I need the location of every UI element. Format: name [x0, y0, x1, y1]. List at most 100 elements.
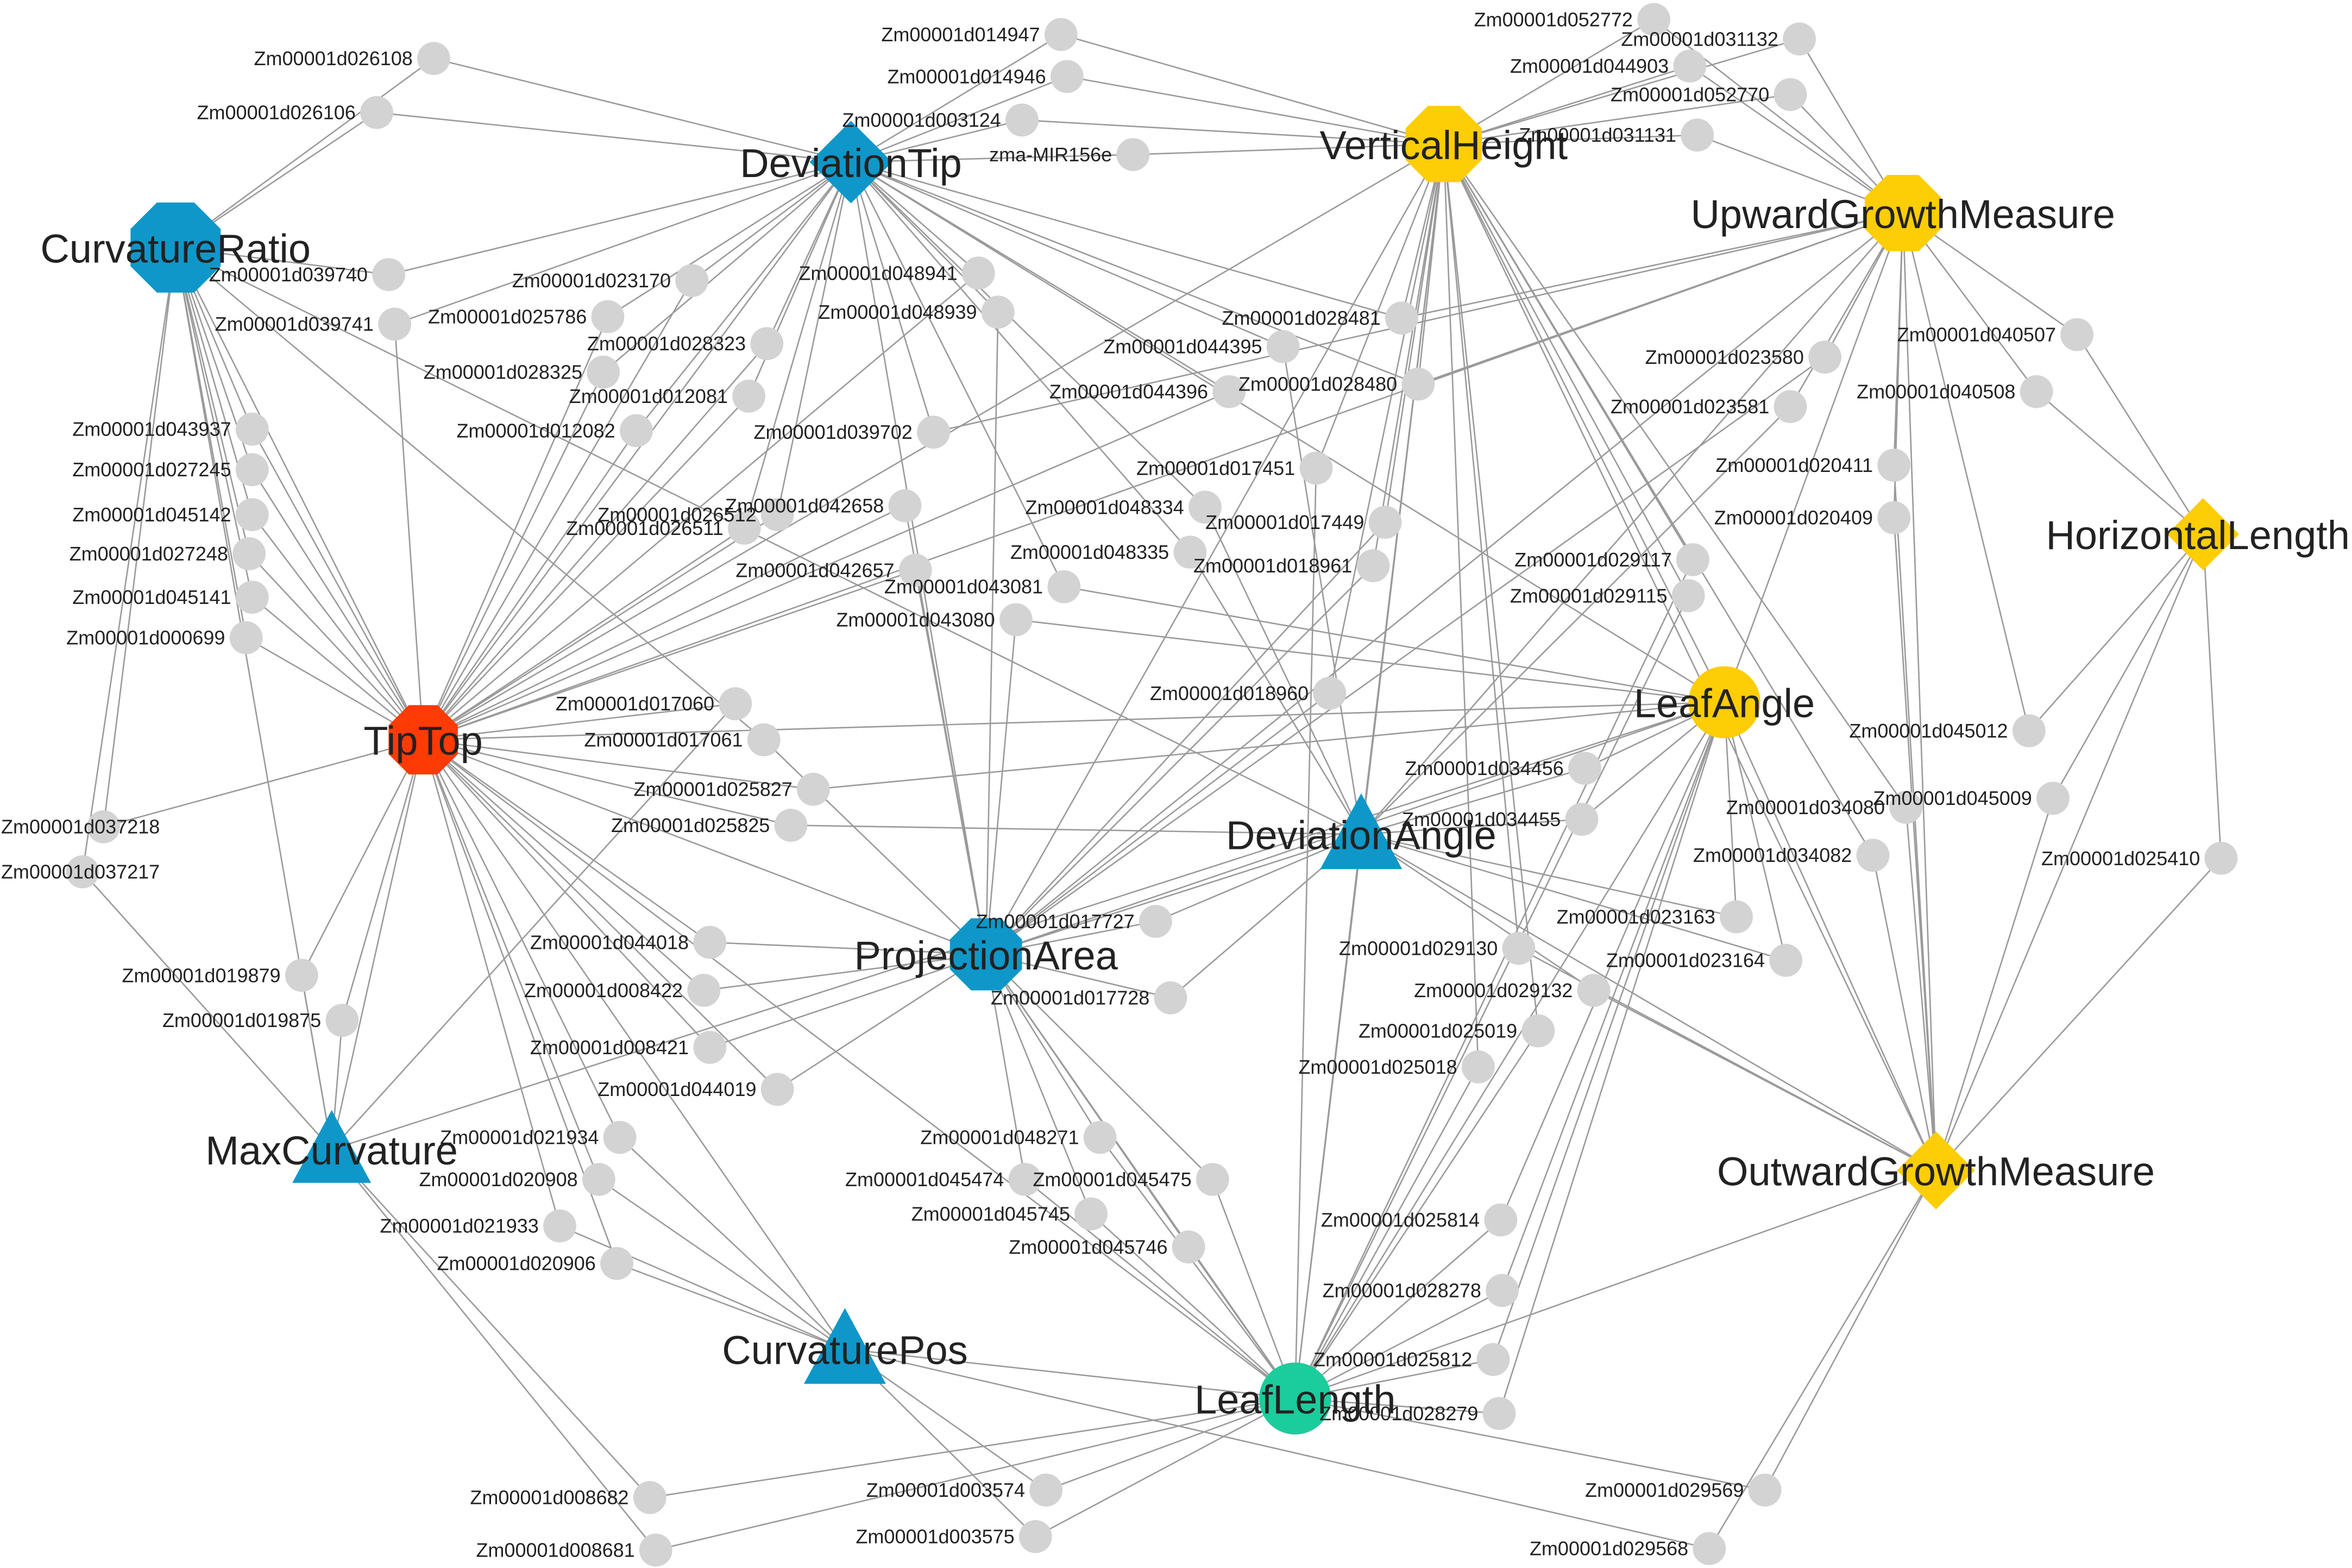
gene-node-zm00001d039702[interactable]: [917, 415, 950, 449]
gene-node-zm00001d052772[interactable]: [1637, 3, 1671, 36]
gene-node-zm00001d043081[interactable]: [1047, 570, 1081, 603]
trait-node-curvature-pos[interactable]: [804, 1308, 886, 1384]
gene-node-zm00001d023164[interactable]: [1769, 943, 1803, 977]
gene-node-zm00001d012081[interactable]: [732, 380, 765, 413]
gene-node-zm00001d043937[interactable]: [235, 412, 269, 446]
gene-node-zm00001d019875[interactable]: [325, 1004, 359, 1037]
gene-node-zm00001d045012[interactable]: [2012, 714, 2046, 747]
gene-node-zm00001d045746[interactable]: [1172, 1230, 1205, 1264]
gene-node-zm00001d003575[interactable]: [1018, 1520, 1052, 1553]
gene-node-zm00001d026106[interactable]: [360, 96, 393, 129]
gene-node-zm00001d029130[interactable]: [1502, 931, 1536, 965]
gene-node-zm00001d017060[interactable]: [719, 687, 752, 721]
gene-node-zm00001d026512[interactable]: [760, 498, 794, 531]
gene-node-zm00001d025827[interactable]: [797, 772, 830, 806]
trait-node-leaf-length[interactable]: [1259, 1362, 1331, 1435]
gene-node-zm00001d039741[interactable]: [378, 307, 411, 341]
gene-node-zm00001d044019[interactable]: [760, 1073, 794, 1106]
gene-node-zm00001d034456[interactable]: [1568, 752, 1601, 785]
gene-node-zm00001d044903[interactable]: [1673, 49, 1707, 83]
gene-node-zma-mir156e[interactable]: [1116, 138, 1150, 171]
gene-node-zm00001d020908[interactable]: [582, 1163, 615, 1197]
gene-node-zm00001d029117[interactable]: [1676, 543, 1709, 576]
gene-node-zm00001d008422[interactable]: [687, 974, 721, 1007]
trait-node-projection-area[interactable]: [949, 918, 1022, 991]
gene-node-zm00001d025814[interactable]: [1484, 1203, 1518, 1237]
gene-node-zm00001d008681[interactable]: [639, 1533, 672, 1567]
gene-node-zm00001d044018[interactable]: [693, 925, 727, 959]
gene-node-zm00001d052770[interactable]: [1774, 78, 1807, 111]
gene-node-zm00001d012082[interactable]: [620, 414, 653, 448]
gene-node-zm00001d048334[interactable]: [1188, 490, 1222, 524]
gene-node-zm00001d029568[interactable]: [1693, 1532, 1726, 1565]
gene-node-zm00001d037218[interactable]: [87, 810, 121, 843]
gene-node-zm00001d003124[interactable]: [1005, 103, 1039, 137]
gene-node-zm00001d003574[interactable]: [1029, 1473, 1063, 1507]
trait-node-horizontal-length[interactable]: [2167, 498, 2240, 570]
gene-node-zm00001d028278[interactable]: [1486, 1274, 1519, 1307]
gene-node-zm00001d020409[interactable]: [1877, 501, 1911, 534]
trait-node-tip-top[interactable]: [388, 705, 458, 774]
gene-node-zm00001d028481[interactable]: [1385, 301, 1418, 335]
gene-node-zm00001d014946[interactable]: [1051, 60, 1084, 93]
gene-node-zm00001d043080[interactable]: [999, 603, 1033, 637]
gene-node-zm00001d017451[interactable]: [1299, 451, 1333, 485]
gene-node-zm00001d040508[interactable]: [2020, 375, 2053, 408]
trait-node-deviation-angle[interactable]: [1320, 793, 1403, 870]
gene-node-zm00001d023581[interactable]: [1774, 390, 1807, 424]
gene-node-zm00001d028279[interactable]: [1482, 1397, 1516, 1431]
gene-node-zm00001d048335[interactable]: [1173, 536, 1207, 569]
gene-node-zm00001d018961[interactable]: [1356, 549, 1390, 582]
trait-node-vertical-height[interactable]: [1405, 106, 1482, 182]
gene-node-zm00001d017061[interactable]: [747, 723, 781, 757]
trait-node-leaf-angle[interactable]: [1688, 666, 1760, 739]
gene-node-zm00001d031132[interactable]: [1783, 22, 1816, 56]
gene-node-zm00001d020906[interactable]: [600, 1246, 633, 1280]
gene-node-zm00001d008682[interactable]: [633, 1481, 666, 1514]
gene-node-zm00001d025786[interactable]: [591, 300, 625, 333]
gene-node-zm00001d027245[interactable]: [235, 453, 269, 487]
gene-node-zm00001d037217[interactable]: [66, 855, 99, 889]
gene-node-zm00001d027248[interactable]: [232, 537, 266, 570]
gene-node-zm00001d028480[interactable]: [1401, 367, 1435, 401]
gene-node-zm00001d026511[interactable]: [727, 512, 761, 545]
gene-node-zm00001d045009[interactable]: [2036, 782, 2070, 815]
gene-node-zm00001d029132[interactable]: [1577, 974, 1611, 1007]
gene-node-zm00001d025812[interactable]: [1476, 1343, 1510, 1376]
gene-node-zm00001d028325[interactable]: [587, 355, 620, 389]
gene-node-zm00001d018960[interactable]: [1313, 677, 1347, 710]
gene-node-zm00001d021933[interactable]: [543, 1209, 576, 1243]
gene-node-zm00001d025410[interactable]: [2204, 841, 2238, 875]
trait-node-outward-growth-measure[interactable]: [1897, 1131, 1975, 1210]
gene-node-zm00001d028323[interactable]: [750, 327, 784, 361]
gene-node-zm00001d023170[interactable]: [675, 264, 709, 297]
gene-node-zm00001d039740[interactable]: [372, 258, 405, 291]
gene-node-zm00001d021934[interactable]: [603, 1120, 637, 1154]
gene-node-zm00001d025019[interactable]: [1521, 1014, 1555, 1048]
gene-node-zm00001d045745[interactable]: [1074, 1197, 1108, 1231]
gene-node-zm00001d029569[interactable]: [1748, 1473, 1782, 1507]
gene-node-zm00001d025825[interactable]: [774, 809, 808, 842]
gene-node-zm00001d034455[interactable]: [1565, 803, 1599, 836]
gene-node-zm00001d025018[interactable]: [1462, 1050, 1495, 1084]
gene-node-zm00001d048939[interactable]: [981, 295, 1015, 329]
gene-node-zm00001d017449[interactable]: [1368, 506, 1402, 539]
gene-node-zm00001d048271[interactable]: [1083, 1120, 1117, 1154]
gene-node-zm00001d023580[interactable]: [1808, 341, 1842, 374]
gene-node-zm00001d045142[interactable]: [235, 498, 269, 531]
gene-node-zm00001d040507[interactable]: [2060, 318, 2094, 351]
gene-node-zm00001d023163[interactable]: [1720, 900, 1753, 934]
gene-node-zm00001d048941[interactable]: [961, 256, 995, 290]
gene-node-zm00001d017728[interactable]: [1154, 981, 1187, 1015]
gene-node-zm00001d034080[interactable]: [1889, 791, 1923, 824]
gene-node-zm00001d000699[interactable]: [229, 621, 263, 654]
gene-node-zm00001d014947[interactable]: [1044, 18, 1078, 51]
gene-node-zm00001d044396[interactable]: [1212, 375, 1246, 408]
gene-node-zm00001d042657[interactable]: [898, 553, 932, 587]
gene-node-zm00001d020411[interactable]: [1877, 449, 1911, 482]
gene-node-zm00001d042658[interactable]: [888, 489, 922, 522]
trait-node-upward-growth-measure[interactable]: [1865, 175, 1941, 251]
gene-node-zm00001d044395[interactable]: [1266, 330, 1300, 363]
trait-node-deviation-tip[interactable]: [809, 121, 892, 204]
trait-node-curvature-ratio[interactable]: [130, 202, 221, 293]
